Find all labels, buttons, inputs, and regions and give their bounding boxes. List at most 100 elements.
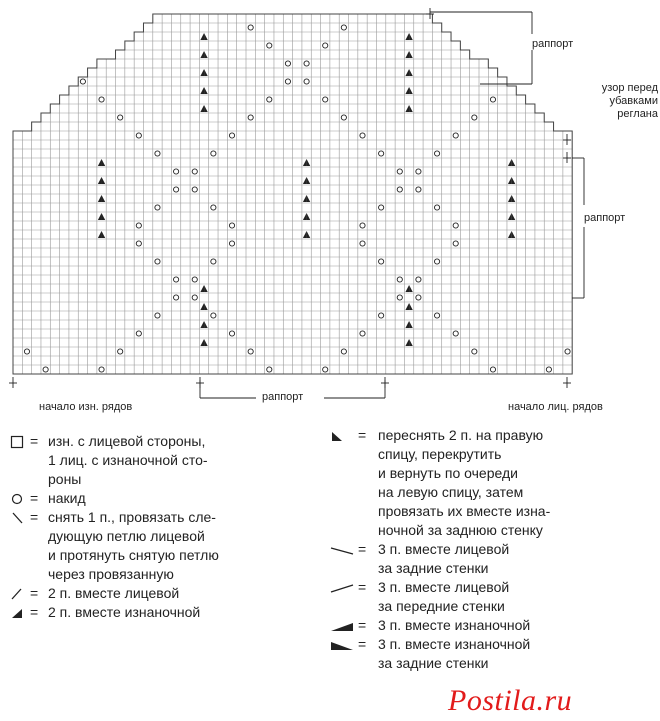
legend-text: 3 п. вместе лицевой за задние стенки (378, 541, 510, 576)
legend-equals: = (358, 427, 367, 443)
yarn-over-mark (359, 330, 366, 337)
decrease-mark (507, 159, 512, 166)
decrease-mark (302, 177, 307, 184)
yarn-over-mark (228, 240, 236, 247)
yarn-over-mark (191, 168, 198, 175)
long-backslash-icon (330, 547, 354, 555)
yarn-over-mark (359, 240, 366, 247)
decrease-mark (204, 303, 208, 310)
yarn-over-mark (210, 258, 217, 265)
decrease-mark (409, 87, 413, 94)
legend-equals: = (358, 541, 367, 557)
yarn-over-mark (452, 240, 459, 247)
chart-grid (12, 13, 573, 375)
decrease-mark (200, 69, 205, 76)
yarn-over-mark (340, 348, 347, 355)
yarn-over-mark (117, 348, 124, 355)
legend-equals: = (30, 490, 39, 506)
yarn-over-mark (228, 222, 236, 229)
yarn-over-mark (378, 258, 385, 265)
yarn-over-mark (396, 294, 403, 301)
yarn-over-mark (98, 366, 105, 373)
pattern-note-label: узор перед убавками реглана (601, 82, 658, 120)
start-wrong-rows-label: начало изн. рядов (39, 401, 133, 413)
yarn-over-mark (378, 312, 385, 319)
decrease-mark (200, 51, 205, 58)
yarn-over-mark (98, 96, 105, 103)
decrease-mark (302, 231, 307, 238)
yarn-over-mark (322, 96, 329, 103)
legend-right: = переснять 2 п. на правую спицу, перекр… (330, 426, 655, 673)
yarn-over-mark (173, 294, 180, 301)
yarn-over-mark (452, 132, 459, 139)
decrease-mark (306, 159, 311, 166)
long-slash-icon (330, 584, 354, 593)
legend-text: 2 п. вместе лицевой (48, 585, 180, 601)
yarn-over-circle-icon (11, 493, 23, 505)
legend-item-filled-triangle-right: = 2 п. вместе изнаночной (10, 603, 310, 622)
decrease-mark (302, 159, 307, 166)
yarn-over-mark (489, 96, 497, 103)
yarn-over-mark (322, 366, 329, 373)
yarn-over-mark (359, 222, 366, 229)
yarn-over-mark (135, 222, 142, 229)
decrease-mark (306, 213, 311, 220)
legend-text: снять 1 п., провязать сле- дующую петлю … (48, 509, 219, 582)
decrease-mark (101, 231, 106, 238)
decrease-mark (200, 33, 205, 40)
decrease-mark (204, 321, 208, 328)
wide-triangle-right-icon (331, 623, 353, 631)
wide-triangle-left-icon (331, 642, 353, 650)
decrease-mark (409, 321, 413, 328)
yarn-over-mark (210, 312, 217, 319)
legend-text: накид (48, 490, 86, 506)
yarn-over-mark (247, 24, 254, 31)
decrease-mark (200, 105, 205, 112)
yarn-over-mark (284, 60, 291, 67)
yarn-over-mark (322, 42, 329, 49)
chart-annotations (9, 8, 585, 399)
yarn-over-mark (340, 24, 347, 31)
yarn-over-mark (266, 96, 273, 103)
yarn-over-mark (452, 330, 459, 337)
yarn-over-mark (434, 312, 441, 319)
legend-left: = изн. с лицевой стороны, 1 лиц. с изнан… (10, 432, 310, 622)
decrease-mark (204, 285, 208, 292)
yarn-over-mark (266, 366, 273, 373)
decrease-mark (204, 33, 208, 40)
legend-equals: = (30, 433, 39, 449)
decrease-mark (405, 321, 410, 328)
decrease-mark (507, 213, 512, 220)
legend-text: 3 п. вместе лицевой за передние стенки (378, 579, 510, 614)
decrease-mark (97, 159, 102, 166)
yarn-over-mark (489, 366, 497, 373)
rapport-bottom-label: раппорт (262, 391, 304, 403)
decrease-mark (97, 195, 102, 202)
yarn-over-mark (173, 186, 180, 193)
yarn-over-mark (303, 60, 310, 67)
decrease-mark (97, 213, 102, 220)
decrease-mark (97, 177, 102, 184)
legend-equals: = (358, 636, 367, 652)
yarn-over-mark (154, 312, 161, 319)
decrease-mark (405, 51, 410, 58)
yarn-over-mark (154, 150, 161, 157)
yarn-over-mark (228, 132, 236, 139)
decrease-mark (405, 339, 410, 346)
yarn-over-mark (247, 114, 254, 121)
yarn-over-mark (340, 114, 347, 121)
yarn-over-mark (378, 204, 385, 211)
decrease-mark (409, 51, 413, 58)
yarn-over-mark (359, 132, 366, 139)
decrease-mark (101, 177, 106, 184)
yarn-over-mark (135, 240, 142, 247)
decrease-mark (204, 105, 208, 112)
yarn-over-mark (303, 78, 310, 85)
yarn-over-mark (415, 186, 422, 193)
decrease-mark (511, 159, 516, 166)
legend-item-backslash: = снять 1 п., провязать сле- дующую петл… (10, 508, 310, 584)
yarn-over-mark (471, 348, 478, 355)
rapport-right-label: раппорт (584, 212, 626, 224)
decrease-mark (511, 213, 516, 220)
yarn-over-mark (191, 276, 198, 283)
